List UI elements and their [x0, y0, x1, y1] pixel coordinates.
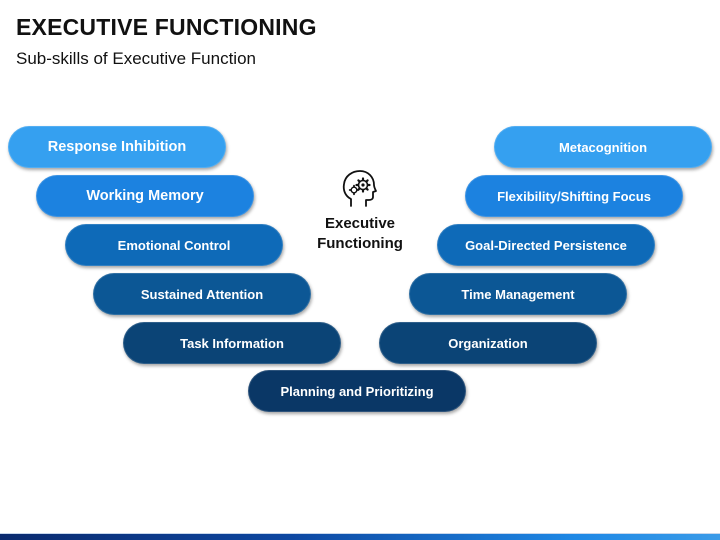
- pill-task-information: Task Information: [123, 322, 341, 364]
- pill-sustained-attention: Sustained Attention: [93, 273, 311, 315]
- footer-divider: [0, 533, 720, 534]
- pill-emotional-control: Emotional Control: [65, 224, 283, 266]
- center-label: Executive Functioning: [300, 214, 420, 254]
- bottom-accent-bar: [0, 534, 720, 540]
- pill-organization: Organization: [379, 322, 597, 364]
- pill-time-management: Time Management: [409, 273, 627, 315]
- pill-working-memory: Working Memory: [36, 175, 254, 217]
- pill-goal-directed-persistence: Goal-Directed Persistence: [437, 224, 655, 266]
- page-title: EXECUTIVE FUNCTIONING: [16, 14, 317, 40]
- center-label-line2: Functioning: [317, 235, 403, 252]
- page-subtitle: Sub-skills of Executive Function: [16, 49, 256, 68]
- pill-metacognition: Metacognition: [494, 126, 712, 168]
- pill-response-inhibition: Response Inhibition: [8, 126, 226, 168]
- pill-flexibility-shifting-focus: Flexibility/Shifting Focus: [465, 175, 683, 217]
- center-label-line1: Executive: [324, 215, 396, 232]
- pill-planning-and-prioritizing: Planning and Prioritizing: [248, 370, 466, 412]
- head-gears-icon: [339, 168, 379, 210]
